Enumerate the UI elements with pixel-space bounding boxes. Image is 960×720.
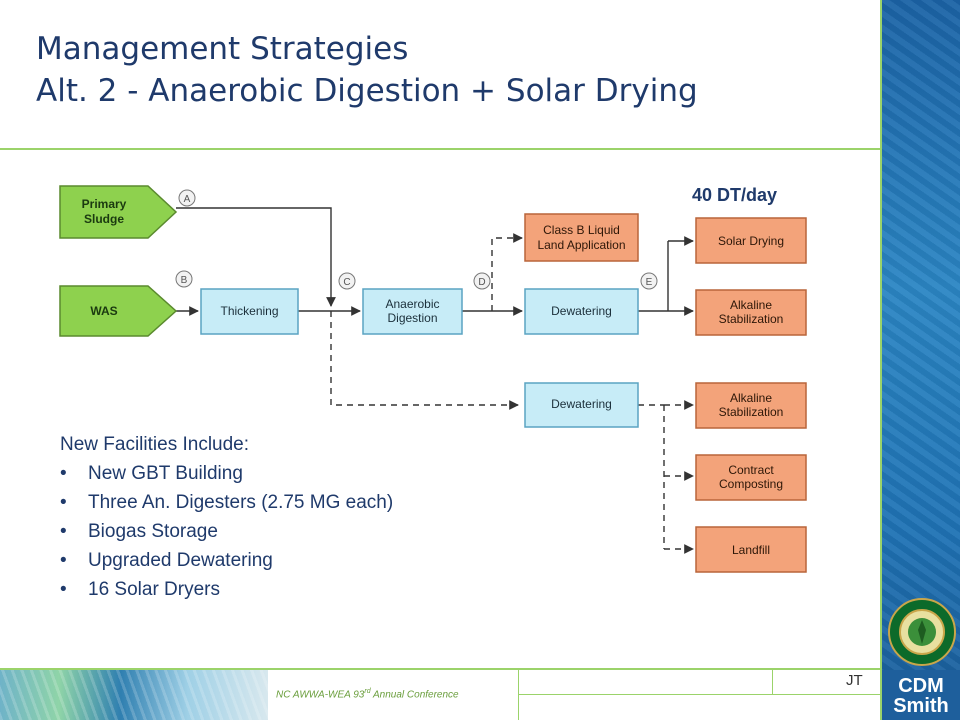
node-thickening-label: Thickening	[220, 304, 278, 318]
node-dewatering-label: Dewatering	[551, 304, 612, 318]
point-b-marker	[175, 270, 193, 288]
footer-line	[518, 694, 880, 695]
node-dewatering-bypass: Dewatering	[524, 382, 639, 428]
footer-divider	[0, 668, 882, 670]
logo-line-1: CDM	[898, 675, 944, 697]
rate-callout: 40 DT/day	[692, 185, 778, 205]
node-anaerobic-digestion: Anaerobic Digestion	[362, 288, 463, 335]
node-alkaline1-line1: Alkaline	[730, 298, 772, 312]
point-c-marker	[338, 272, 356, 290]
node-primary-sludge: Primary Sludge	[59, 185, 178, 239]
node-composting-line1: Contract	[728, 463, 774, 477]
conference-tail: Annual Conference	[370, 689, 459, 701]
title-line-2: Alt. 2 - Anaerobic Digestion + Solar Dry…	[36, 73, 698, 109]
connector-primary-to-digestion	[176, 207, 336, 307]
node-solar-drying: Solar Drying	[695, 217, 807, 264]
conference-label: NC AWWA-WEA 93rd Annual Conference	[276, 688, 459, 700]
new-facilities-block: New Facilities Include: New GBT Building…	[60, 430, 393, 604]
facility-item: Upgraded Dewatering	[60, 546, 393, 575]
right-divider	[880, 0, 882, 720]
node-digestion-line2: Digestion	[387, 311, 437, 325]
node-alkaline2-line1: Alkaline	[730, 391, 772, 405]
node-landfill-label: Landfill	[732, 543, 770, 557]
title-line-1: Management Strategies	[36, 31, 409, 67]
conference-ordinal: rd	[364, 688, 371, 695]
point-b-label: B	[181, 275, 188, 286]
node-class-b-land-application: Class B Liquid Land Application	[524, 213, 639, 262]
node-primary-line2: Sludge	[84, 212, 124, 226]
node-alkaline-stabilization-2: Alkaline Stabilization	[695, 382, 807, 429]
sampling-points	[175, 189, 658, 290]
point-a-marker	[178, 189, 196, 207]
facility-item: Three An. Digesters (2.75 MG each)	[60, 488, 393, 517]
facility-item: Biogas Storage	[60, 517, 393, 546]
point-d-marker	[473, 272, 491, 290]
node-landfill: Landfill	[695, 526, 807, 573]
node-was: WAS	[59, 285, 178, 337]
point-a-label: A	[184, 194, 191, 205]
node-digestion-line1: Anaerobic	[385, 297, 439, 311]
node-contract-composting: Contract Composting	[695, 454, 807, 501]
node-primary-line1: Primary	[82, 197, 127, 211]
facility-item: New GBT Building	[60, 459, 393, 488]
node-alkaline2-line2: Stabilization	[719, 405, 784, 419]
point-c-label: C	[343, 277, 350, 288]
point-e-label: E	[646, 277, 653, 288]
point-e-marker	[640, 272, 658, 290]
title-divider	[0, 148, 882, 150]
node-thickening: Thickening	[200, 288, 299, 335]
point-d-label: D	[478, 277, 485, 288]
footer-box	[518, 670, 881, 720]
node-classb-line2: Land Application	[537, 238, 625, 252]
footer-image-strip	[0, 670, 268, 720]
facilities-heading: New Facilities Include:	[60, 434, 250, 455]
page-mark: JT	[846, 672, 863, 689]
facility-item: 16 Solar Dryers	[60, 575, 393, 604]
connectors	[176, 207, 694, 554]
node-was-label: WAS	[90, 304, 117, 318]
facilities-list: New GBT Building Three An. Digesters (2.…	[60, 459, 393, 604]
city-seal-icon	[888, 598, 956, 666]
company-logo: CDM Smith	[882, 670, 960, 720]
node-alkaline1-line2: Stabilization	[719, 312, 784, 326]
node-dewatering: Dewatering	[524, 288, 639, 335]
connector-bypass	[330, 311, 519, 410]
node-classb-line1: Class B Liquid	[543, 223, 620, 237]
slide-title: Management Strategies Alt. 2 - Anaerobic…	[36, 28, 698, 112]
logo-line-2: Smith	[893, 695, 949, 717]
node-alkaline-stabilization-1: Alkaline Stabilization	[695, 289, 807, 336]
footer-box-divider	[772, 670, 773, 694]
node-dewatering2-label: Dewatering	[551, 397, 612, 411]
node-solar-label: Solar Drying	[718, 234, 784, 248]
conference-name: NC AWWA-WEA 93	[276, 689, 365, 701]
node-composting-line2: Composting	[719, 477, 783, 491]
connector-to-class-b	[491, 233, 523, 311]
